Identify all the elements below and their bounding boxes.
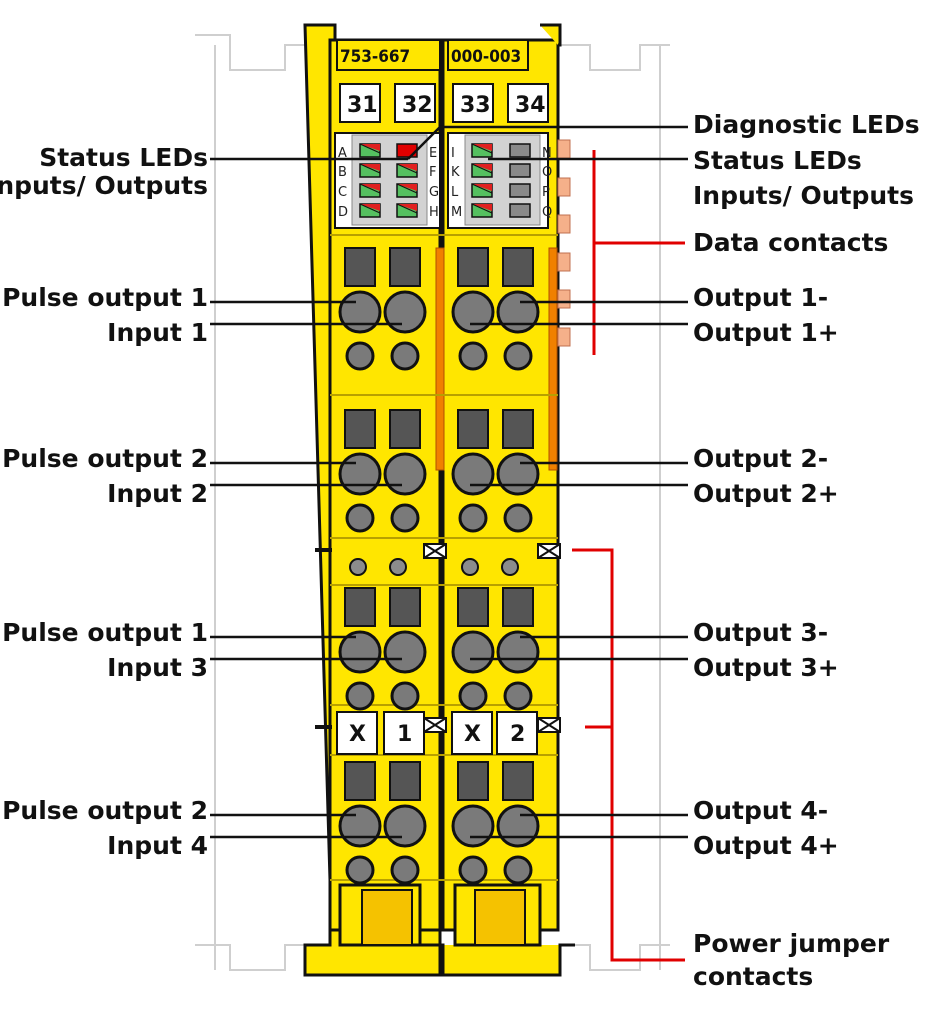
label-pulse-output-2b: Pulse output 2 — [2, 796, 208, 825]
led-letter-l: L — [451, 185, 459, 200]
label-pulse-output-1b: Pulse output 1 — [2, 618, 208, 647]
label-output-4-plus: Output 4+ — [693, 831, 839, 860]
label-input-3: Input 3 — [107, 653, 208, 682]
label-inputs-outputs-right: Inputs/ Outputs — [693, 181, 914, 210]
terminal-0-d — [496, 247, 540, 371]
led-letter-i: I — [451, 146, 455, 161]
led-left-col2-3 — [396, 203, 418, 218]
label-power-jumper-contacts: contacts — [693, 962, 813, 991]
data-contacts — [557, 139, 571, 347]
label-pulse-output-2a: Pulse output 2 — [2, 444, 208, 473]
led-left-col2-2 — [396, 183, 418, 198]
terminal-blocks — [338, 247, 540, 885]
led-letter-n: N — [542, 146, 552, 161]
label-output-3-minus: Output 3- — [693, 618, 828, 647]
bottom-latches — [338, 883, 542, 947]
slot-33: 33 — [460, 93, 491, 118]
led-right-col1-2 — [471, 183, 493, 198]
label-data-contacts: Data contacts — [693, 228, 888, 257]
label-diagnostic-leds: Diagnostic LEDs — [693, 110, 920, 139]
led-right-col1-0 — [471, 143, 493, 158]
slot-labels: 31 32 33 34 — [339, 83, 549, 123]
label-input-4: Input 4 — [107, 831, 208, 860]
part-number-right: 000-003 — [451, 47, 521, 67]
led-letter-g: G — [429, 185, 439, 200]
terminal-2-b — [383, 587, 427, 711]
label-power-jumper: Power jumper — [693, 929, 890, 958]
led-right-col2-1 — [509, 163, 531, 178]
label-pulse-output-1a: Pulse output 1 — [2, 283, 208, 312]
terminal-0-b — [383, 247, 427, 371]
led-left-col1-3 — [359, 203, 381, 218]
led-right-col2-0 — [509, 143, 531, 158]
led-letter-b: B — [338, 165, 347, 180]
led-right-col2-2 — [509, 183, 531, 198]
label-input-1: Input 1 — [107, 318, 208, 347]
led-left-col2-1 — [396, 163, 418, 178]
led-letter-h: H — [429, 205, 439, 220]
led-letter-c: C — [338, 185, 347, 200]
marker-x-right: X — [464, 722, 481, 747]
red-brackets — [572, 150, 685, 962]
led-panel-left — [334, 132, 441, 229]
marker-2: 2 — [510, 722, 525, 747]
terminal-2-a — [338, 587, 382, 711]
led-letter-o: O — [542, 165, 552, 180]
part-number-left: 753-667 — [340, 47, 410, 67]
marker-1: 1 — [397, 722, 412, 747]
terminal-3-c — [451, 761, 495, 885]
diagnostic-led — [396, 143, 418, 158]
slot-32: 32 — [402, 93, 433, 118]
label-output-4-minus: Output 4- — [693, 796, 828, 825]
orange-strip-right — [548, 247, 558, 471]
led-letter-q: Q — [542, 205, 552, 220]
led-left-col1-0 — [359, 143, 381, 158]
led-right-col1-3 — [471, 203, 493, 218]
led-left-col1-2 — [359, 183, 381, 198]
leader-lines — [210, 125, 688, 839]
label-status-leds-left: Status LEDs — [39, 143, 208, 172]
led-letter-p: P — [542, 185, 550, 200]
terminal-3-b — [383, 761, 427, 885]
led-left-col1-1 — [359, 163, 381, 178]
terminal-2-c — [451, 587, 495, 711]
label-output-1-plus: Output 1+ — [693, 318, 839, 347]
led-right-col1-1 — [471, 163, 493, 178]
label-status-leds-right: Status LEDs — [693, 146, 862, 175]
status-leds — [359, 143, 531, 218]
led-letter-k: K — [451, 165, 460, 180]
led-letter-e: E — [429, 146, 437, 161]
label-output-1-minus: Output 1- — [693, 283, 828, 312]
orange-strip-left — [435, 247, 445, 471]
label-output-2-minus: Output 2- — [693, 444, 828, 473]
label-input-2: Input 2 — [107, 479, 208, 508]
led-letter-f: F — [429, 165, 436, 180]
label-inputs-outputs-left: Inputs/ Outputs — [0, 171, 208, 200]
led-letter-m: M — [451, 205, 462, 220]
led-letter-a: A — [338, 146, 347, 161]
led-panel-right — [447, 132, 549, 229]
slot-34: 34 — [515, 93, 546, 118]
terminal-2-d — [496, 587, 540, 711]
label-output-3-plus: Output 3+ — [693, 653, 839, 682]
jumper-clip-icons — [423, 543, 561, 733]
jumper-screws — [349, 558, 519, 576]
label-output-2-plus: Output 2+ — [693, 479, 839, 508]
marker-labels: X 1 X 2 — [336, 711, 538, 755]
led-letters: A B C D E F G H I K L M N O P Q — [338, 146, 552, 220]
led-right-col2-3 — [509, 203, 531, 218]
slot-31: 31 — [347, 93, 378, 118]
marker-x-left: X — [349, 722, 366, 747]
led-letter-d: D — [338, 205, 348, 220]
terminal-0-c — [451, 247, 495, 371]
